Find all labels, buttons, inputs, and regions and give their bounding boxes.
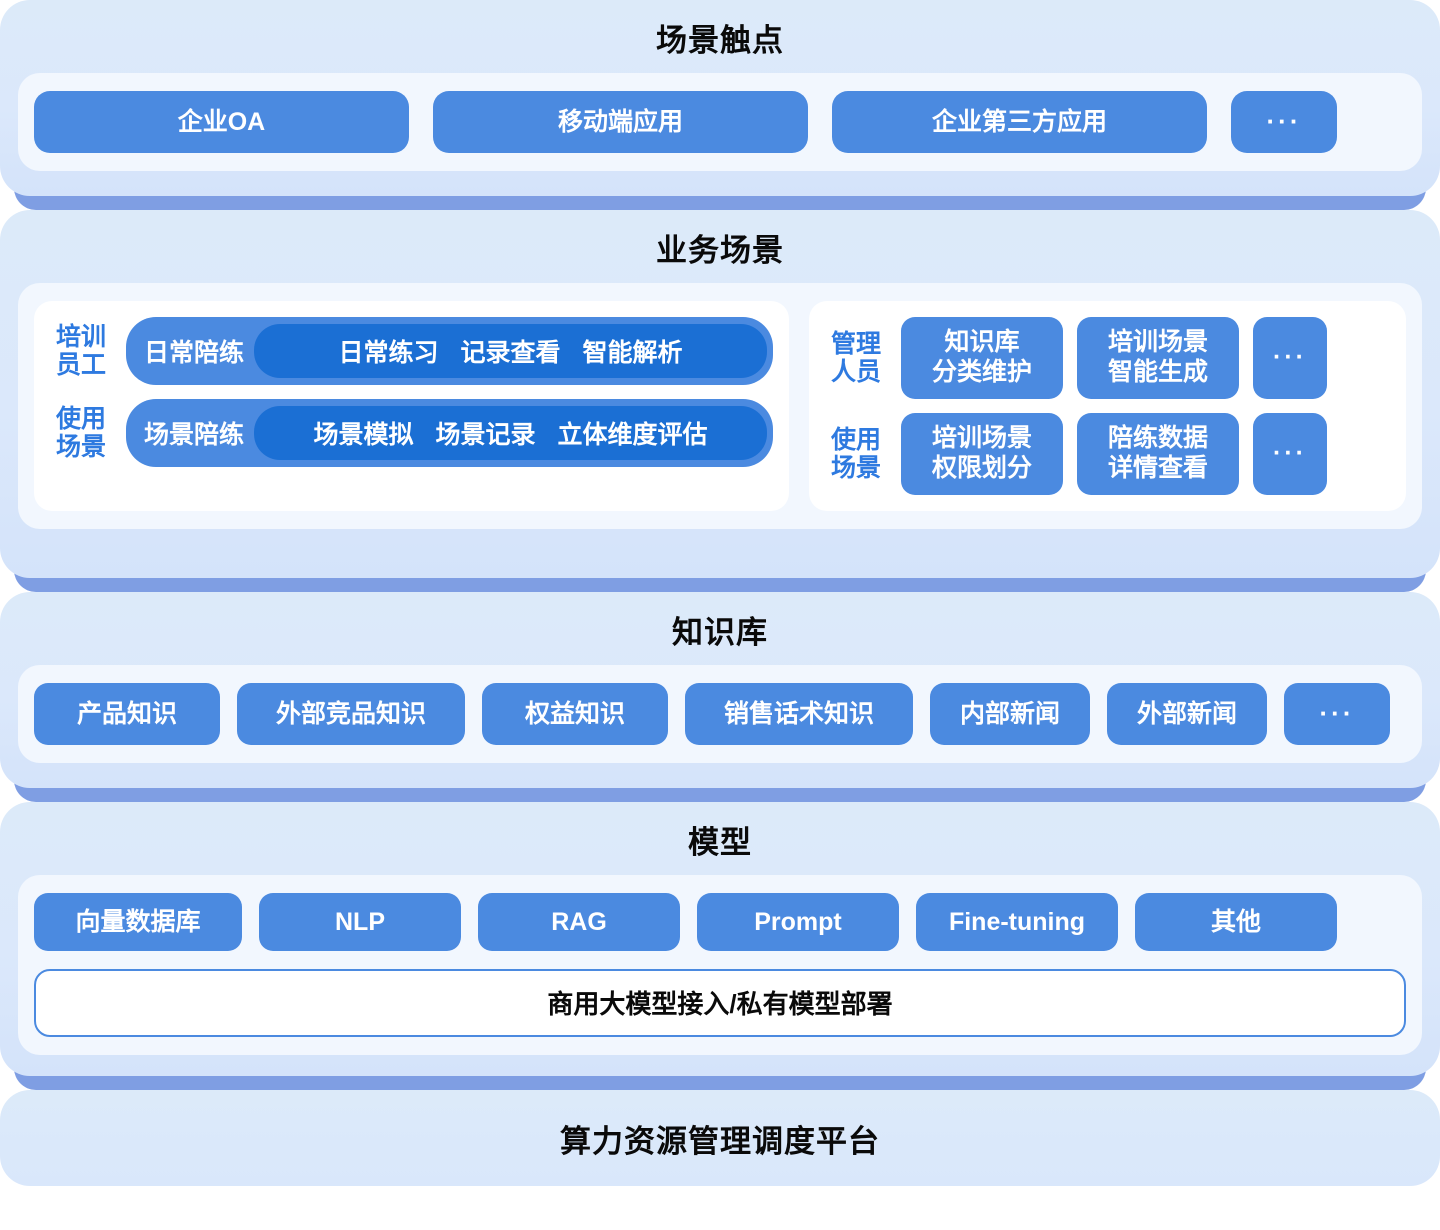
business-row-training-staff: 培训 员工 日常陪练 日常练习 记录查看 智能解析 (50, 316, 773, 385)
layer-platform: 算力资源管理调度平台 (0, 1090, 1440, 1190)
knowledge-item-product[interactable]: 产品知识 (34, 682, 220, 745)
sub-item-multidimensional-evaluation[interactable]: 立体维度评估 (557, 420, 708, 449)
knowledge-item-sales-script[interactable]: 销售话术知识 (685, 682, 913, 745)
capsule-label-daily-coaching: 日常陪练 (144, 338, 245, 367)
knowledge-item-benefits[interactable]: 权益知识 (482, 682, 668, 745)
sub-item-scenario-simulation[interactable]: 场景模拟 (313, 420, 414, 449)
touchpoints-panel: 企业OA 移动端应用 企业第三方应用 ··· (18, 72, 1422, 171)
role-label-training-staff: 培训 员工 (55, 322, 106, 379)
capsule-inner-scenario-coaching-items: 场景模拟 场景记录 立体维度评估 (254, 405, 767, 460)
model-item-prompt[interactable]: Prompt (697, 892, 899, 951)
touchpoint-item-third-party-app[interactable]: 企业第三方应用 (832, 90, 1207, 153)
page-title-touchpoints: 场景触点 (656, 23, 784, 58)
layer-knowledge-body: 知识库 产品知识 外部竞品知识 权益知识 销售话术知识 内部新闻 外部新闻 ··… (0, 592, 1440, 788)
role-label-usage-scenario: 使用 场景 (55, 404, 106, 461)
capsule-daily-coaching[interactable]: 日常陪练 日常练习 记录查看 智能解析 (126, 316, 773, 385)
business-panel: 培训 员工 日常陪练 日常练习 记录查看 智能解析 (18, 282, 1422, 529)
tile-knowledge-base-classification[interactable]: 知识库 分类维护 (901, 316, 1063, 399)
business-row-admin-usage-scenario: 使用 场景 培训场景 权限划分 陪练数据 详情查看 ··· (825, 412, 1390, 495)
model-deployment-box: 商用大模型接入/私有模型部署 (34, 968, 1406, 1037)
role-label-admin-usage-scenario: 使用 场景 (830, 425, 881, 482)
capsule-scenario-coaching[interactable]: 场景陪练 场景模拟 场景记录 立体维度评估 (126, 398, 773, 467)
sub-item-daily-practice[interactable]: 日常练习 (338, 338, 439, 367)
knowledge-item-external-news[interactable]: 外部新闻 (1107, 682, 1267, 745)
platform-body: 算力资源管理调度平台 (0, 1090, 1440, 1186)
touchpoint-item-more[interactable]: ··· (1231, 90, 1337, 153)
layer-business-scenarios: 业务场景 培训 员工 日常陪练 日常练习 记录查看 智能解析 (0, 210, 1440, 592)
knowledge-row: 产品知识 外部竞品知识 权益知识 销售话术知识 内部新闻 外部新闻 ··· (34, 682, 1406, 745)
knowledge-panel: 产品知识 外部竞品知识 权益知识 销售话术知识 内部新闻 外部新闻 ··· (18, 664, 1422, 763)
touchpoint-item-mobile-app[interactable]: 移动端应用 (433, 90, 808, 153)
knowledge-item-external-competitor[interactable]: 外部竞品知识 (237, 682, 465, 745)
tile-coaching-data-detail[interactable]: 陪练数据 详情查看 (1077, 412, 1239, 495)
sub-item-scenario-record[interactable]: 场景记录 (435, 420, 536, 449)
page-title-knowledge-base: 知识库 (672, 615, 768, 650)
knowledge-item-internal-news[interactable]: 内部新闻 (930, 682, 1090, 745)
model-item-vector-database[interactable]: 向量数据库 (34, 892, 242, 951)
business-card-trainee: 培训 员工 日常陪练 日常练习 记录查看 智能解析 (34, 300, 789, 511)
sub-item-record-view[interactable]: 记录查看 (460, 338, 561, 367)
business-row-usage-scenario: 使用 场景 场景陪练 场景模拟 场景记录 立体维度评估 (50, 398, 773, 467)
layer-model-body: 模型 向量数据库 NLP RAG Prompt Fine-tuning 其他 商… (0, 802, 1440, 1076)
model-row: 向量数据库 NLP RAG Prompt Fine-tuning 其他 (34, 892, 1406, 951)
model-item-rag[interactable]: RAG (478, 892, 680, 951)
business-grid: 培训 员工 日常陪练 日常练习 记录查看 智能解析 (34, 300, 1406, 511)
tile-training-scenario-generation[interactable]: 培训场景 智能生成 (1077, 316, 1239, 399)
layer-touchpoints: 场景触点 企业OA 移动端应用 企业第三方应用 ··· (0, 0, 1440, 210)
model-panel: 向量数据库 NLP RAG Prompt Fine-tuning 其他 商用大模… (18, 874, 1422, 1055)
tile-usage-more[interactable]: ··· (1253, 412, 1327, 495)
business-row-admin-staff: 管理 人员 知识库 分类维护 培训场景 智能生成 ··· (825, 316, 1390, 399)
layer-knowledge-base: 知识库 产品知识 外部竞品知识 权益知识 销售话术知识 内部新闻 外部新闻 ··… (0, 592, 1440, 802)
touchpoint-item-enterprise-oa[interactable]: 企业OA (34, 90, 409, 153)
tile-training-scenario-permissions[interactable]: 培训场景 权限划分 (901, 412, 1063, 495)
model-item-other[interactable]: 其他 (1135, 892, 1337, 951)
sub-item-intelligent-analysis[interactable]: 智能解析 (582, 338, 683, 367)
capsule-inner-daily-coaching-items: 日常练习 记录查看 智能解析 (254, 323, 767, 378)
page-title-platform: 算力资源管理调度平台 (560, 1123, 880, 1159)
layer-model: 模型 向量数据库 NLP RAG Prompt Fine-tuning 其他 商… (0, 802, 1440, 1090)
role-label-admin-staff: 管理 人员 (830, 329, 881, 386)
layer-touchpoints-body: 场景触点 企业OA 移动端应用 企业第三方应用 ··· (0, 0, 1440, 196)
capsule-label-scenario-coaching: 场景陪练 (144, 420, 245, 449)
model-item-nlp[interactable]: NLP (259, 892, 461, 951)
knowledge-item-more[interactable]: ··· (1284, 682, 1390, 745)
page-title-business-scenarios: 业务场景 (656, 233, 784, 268)
tile-admin-more[interactable]: ··· (1253, 316, 1327, 399)
business-card-admin: 管理 人员 知识库 分类维护 培训场景 智能生成 ··· 使用 场景 培训场景 … (809, 300, 1406, 511)
page-title-model: 模型 (688, 825, 752, 860)
touchpoints-row: 企业OA 移动端应用 企业第三方应用 ··· (34, 90, 1406, 153)
model-item-fine-tuning[interactable]: Fine-tuning (916, 892, 1118, 951)
layer-business-body: 业务场景 培训 员工 日常陪练 日常练习 记录查看 智能解析 (0, 210, 1440, 578)
